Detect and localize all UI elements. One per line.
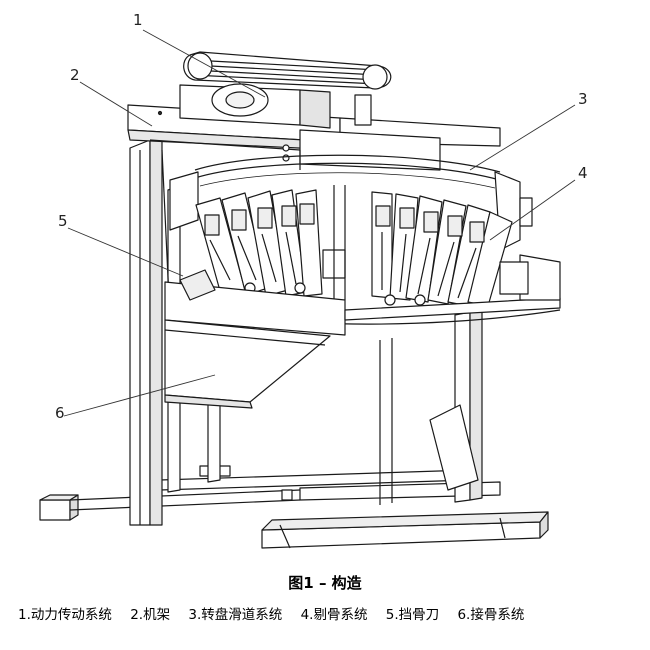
legend-item-6: 6.接骨系统 (457, 607, 525, 623)
collection-chute (164, 319, 331, 409)
callout-3: 3 (578, 90, 588, 108)
legend-item-3: 3.转盘滑道系统 (188, 607, 283, 623)
callout-5: 5 (58, 212, 68, 230)
callout-2: 2 (70, 66, 80, 84)
frame-right-column (379, 308, 483, 505)
legend-item-2: 2.机架 (130, 607, 171, 623)
drive-system (179, 51, 392, 129)
slideway-plate (164, 254, 561, 336)
base-frame (39, 465, 549, 549)
legend-item-4: 4.剔骨系统 (300, 607, 368, 623)
callout-1: 1 (133, 11, 143, 29)
figure-legend: 1.动力传动系统 2.机架 3.转盘滑道系统 4.剔骨系统 5.挡骨刀 6.接骨… (18, 603, 638, 623)
leader-lines (63, 29, 576, 417)
figure-title: 图1 – 构造 (288, 574, 362, 592)
machine-drawing: 1 2 3 4 5 6 (39, 11, 588, 549)
legend-item-5: 5.挡骨刀 (385, 607, 440, 623)
turntable (169, 154, 533, 251)
legend-item-1: 1.动力传动系统 (18, 607, 112, 623)
boning-units (195, 185, 513, 307)
callout-6: 6 (55, 404, 65, 422)
callout-4: 4 (578, 164, 588, 182)
frame-left-column (129, 135, 221, 526)
